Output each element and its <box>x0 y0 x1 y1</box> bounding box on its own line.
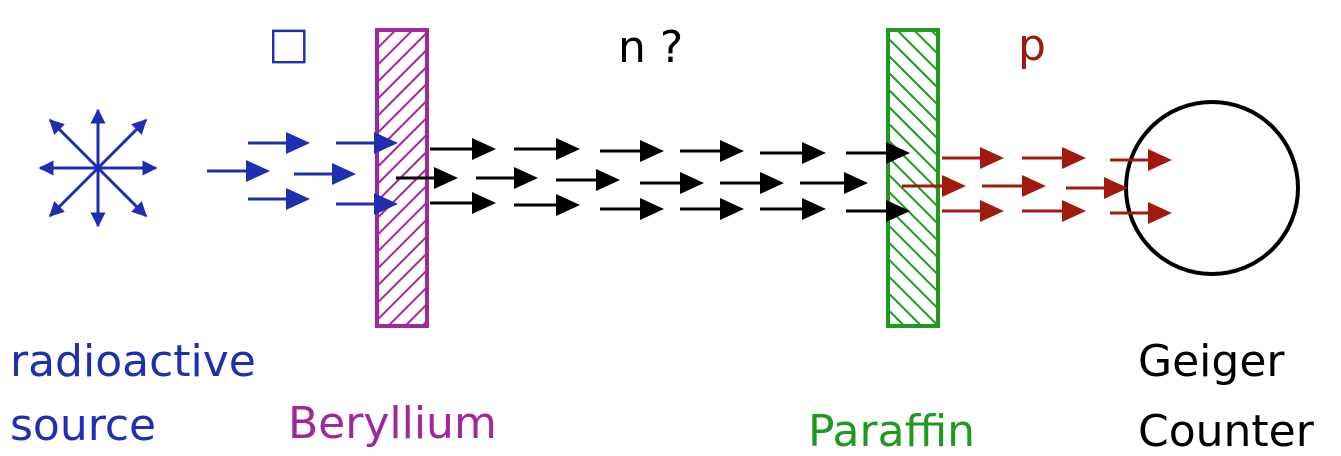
neutron-arrow <box>846 200 910 222</box>
proton-arrow <box>1110 149 1172 171</box>
neutron-arrow <box>600 198 664 220</box>
proton-arrow <box>942 147 1004 169</box>
neutron-arrow <box>396 167 458 189</box>
neutron-arrow <box>476 167 538 189</box>
neutron-arrow <box>720 172 784 194</box>
alpha-arrow <box>294 163 356 185</box>
neutron-arrow <box>514 194 580 216</box>
geiger-counter-circle <box>1124 100 1300 276</box>
alpha-symbol: □ <box>268 18 310 69</box>
alpha-arrow <box>336 132 398 154</box>
neutron-arrow <box>680 140 744 162</box>
alpha-arrow <box>207 160 270 182</box>
geiger-label-line2: Counter <box>1138 406 1314 456</box>
neutron-arrow <box>800 172 868 194</box>
proton-arrow <box>902 175 966 197</box>
proton-arrow <box>1110 202 1172 224</box>
neutron-question-label: n ? <box>618 22 684 73</box>
proton-beam <box>902 147 1172 224</box>
alpha-arrow <box>248 188 310 210</box>
paraffin-label: Paraffin <box>808 406 975 456</box>
proton-arrow <box>1066 177 1128 199</box>
neutron-arrow <box>514 138 580 160</box>
neutron-arrow <box>760 142 826 164</box>
neutron-arrow <box>430 138 496 160</box>
neutron-arrow <box>556 169 620 191</box>
beryllium-label: Beryllium <box>288 398 497 449</box>
neutron-arrow <box>680 198 744 220</box>
neutron-arrow <box>760 198 826 220</box>
paraffin-slab <box>886 28 940 328</box>
proton-arrow <box>982 175 1046 197</box>
neutron-arrow <box>846 142 910 164</box>
proton-arrow <box>1022 200 1086 222</box>
source-label-line1: radioactive <box>10 336 256 387</box>
alpha-arrow <box>248 132 310 154</box>
proton-arrow <box>942 200 1004 222</box>
radiation-starburst-icon <box>38 108 158 228</box>
neutron-arrow <box>430 192 496 214</box>
neutron-arrow <box>600 140 664 162</box>
neutron-beam <box>396 138 910 222</box>
proton-arrow <box>1022 147 1086 169</box>
neutron-arrow <box>640 172 704 194</box>
alpha-arrow <box>336 193 398 215</box>
geiger-label-line1: Geiger <box>1138 336 1285 387</box>
alpha-particle-beam <box>207 132 398 215</box>
source-label-line2: source <box>10 400 157 451</box>
proton-label: p <box>1018 20 1046 71</box>
